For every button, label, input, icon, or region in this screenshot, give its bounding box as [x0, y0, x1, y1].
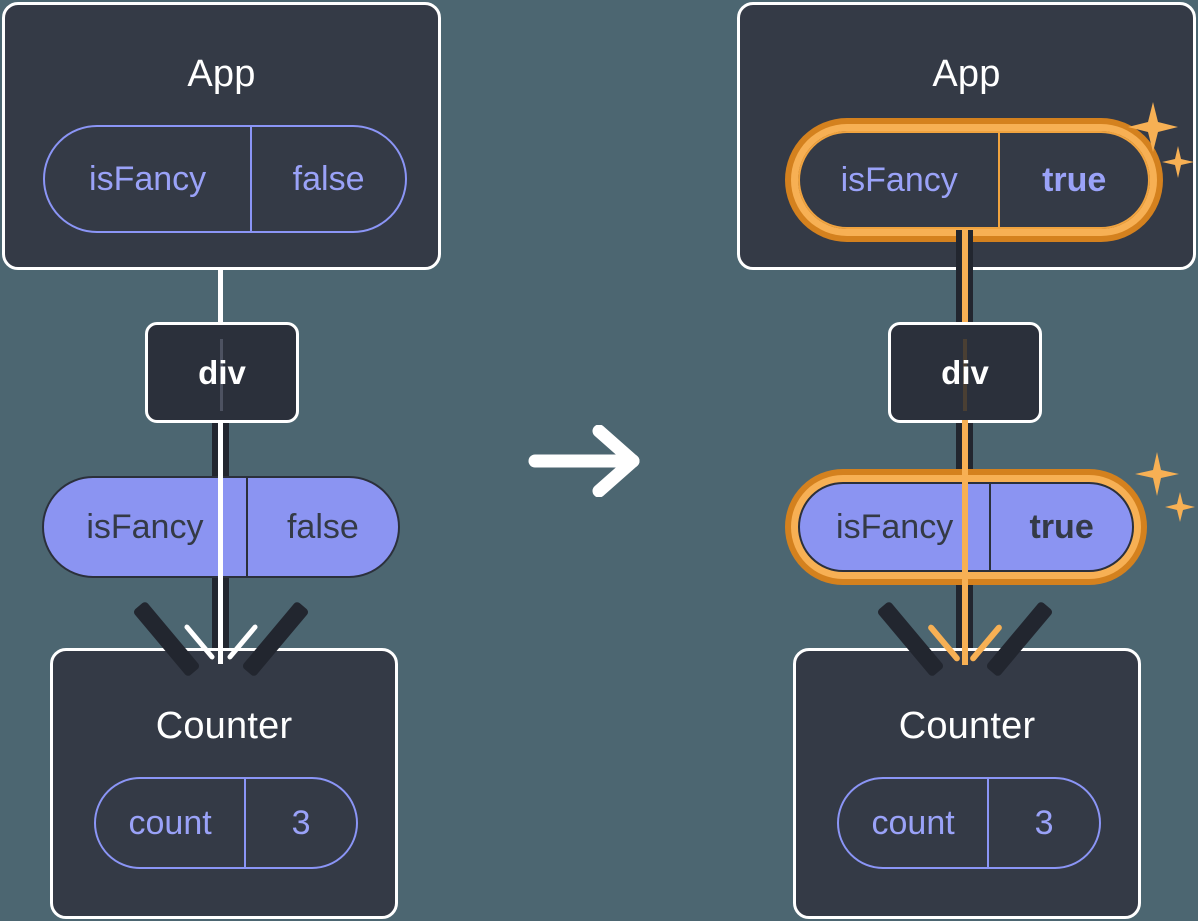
- counter-state-value-left: 3: [244, 779, 356, 867]
- dom-node-div-right[interactable]: div: [888, 322, 1042, 423]
- sparkle-large-icon: [1135, 452, 1179, 496]
- app-component-box-right[interactable]: App isFancy true: [737, 2, 1196, 270]
- connector-app-to-div-left: [218, 262, 223, 324]
- dom-node-inner-line-right: [963, 339, 967, 411]
- counter-state-pill-left[interactable]: count 3: [94, 777, 358, 869]
- counter-state-key-left: count: [128, 803, 212, 842]
- dom-node-div-left[interactable]: div: [145, 322, 299, 423]
- passed-prop-value-right: true: [989, 484, 1132, 570]
- sparkle-small-icon: [1162, 146, 1194, 178]
- app-component-box-left[interactable]: App isFancy false: [2, 2, 441, 270]
- app-prop-key-right: isFancy: [840, 160, 958, 199]
- passed-prop-key-right: isFancy: [836, 507, 954, 546]
- connector-app-to-div-highlight-right: [962, 230, 968, 326]
- counter-component-box-right[interactable]: Counter count 3: [793, 648, 1141, 919]
- arrow-right-icon: [527, 424, 649, 498]
- counter-title-right: Counter: [898, 705, 1036, 747]
- counter-state-pill-right[interactable]: count 3: [837, 777, 1101, 869]
- arrowhead-inner-right: [894, 594, 1036, 674]
- app-prop-pill-right[interactable]: isFancy true: [798, 131, 1150, 229]
- connector-div-to-counter-highlight-right: [962, 420, 968, 665]
- counter-component-box-left[interactable]: Counter count 3: [50, 648, 398, 919]
- sparkle-small-icon: [1165, 492, 1195, 522]
- dom-node-label-right: div: [941, 353, 989, 391]
- passed-prop-key-left: isFancy: [86, 507, 204, 546]
- dom-node-inner-line-left: [220, 339, 223, 411]
- app-prop-key-left: isFancy: [89, 159, 207, 198]
- sparkle-group-prop-right: [1132, 448, 1198, 534]
- app-prop-pill-left[interactable]: isFancy false: [43, 125, 407, 233]
- counter-state-key-right: count: [871, 803, 955, 842]
- counter-title-left: Counter: [155, 705, 293, 747]
- passed-prop-value-left: false: [245, 478, 398, 576]
- dom-node-label-left: div: [198, 353, 246, 391]
- connector-inner-highlight-left: [218, 420, 223, 664]
- app-title-left: App: [187, 53, 256, 95]
- app-prop-value-left: false: [250, 127, 405, 231]
- sparkle-group-app-right: [1124, 98, 1198, 194]
- app-title-right: App: [932, 53, 1001, 95]
- arrowhead-inner-left: [150, 594, 292, 674]
- app-prop-value-right: true: [998, 133, 1148, 227]
- sparkle-large-icon: [1128, 102, 1178, 152]
- counter-state-value-right: 3: [987, 779, 1099, 867]
